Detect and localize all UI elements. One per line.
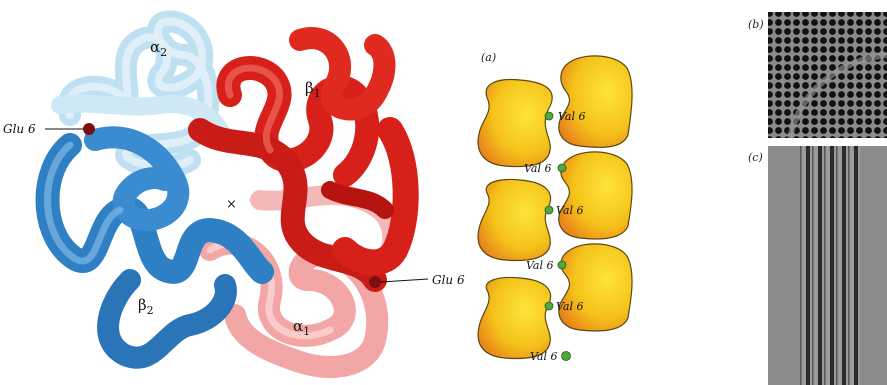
panel-a: (a) Val 6 Val 6 Val 6 Val 6 Val 6 Val 6 bbox=[478, 51, 632, 363]
val6-label: Val 6 bbox=[556, 300, 584, 313]
glu6-right-marker bbox=[369, 276, 381, 288]
panel-a-label: (a) bbox=[481, 51, 496, 64]
center-mark: × bbox=[226, 197, 237, 212]
val6-label: Val 6 bbox=[526, 259, 554, 272]
glu6-right-label: Glu 6 bbox=[432, 273, 465, 287]
val6-label: Val 6 bbox=[530, 350, 558, 363]
hemoglobin-tetramer: α2 β1 β2 α1 × Glu 6 Glu 6 bbox=[3, 22, 465, 367]
hbs-molecule bbox=[559, 244, 632, 331]
val6-label: Val 6 bbox=[556, 204, 584, 217]
hbs-molecule bbox=[559, 152, 632, 239]
beta2-label: β2 bbox=[138, 296, 154, 317]
beta1-label: β1 bbox=[305, 79, 321, 100]
hbs-molecule bbox=[559, 56, 632, 147]
glu6-left-label: Glu 6 bbox=[3, 122, 36, 136]
hbs-molecule bbox=[478, 278, 550, 359]
panel-c: (c) bbox=[748, 146, 887, 385]
glu6-right-leader bbox=[381, 279, 428, 282]
panel-c-label: (c) bbox=[748, 151, 763, 164]
hbs-molecule bbox=[478, 80, 552, 167]
hbs-molecule bbox=[478, 180, 550, 261]
val6-label: Val 6 bbox=[524, 162, 552, 175]
alpha1-label: α1 bbox=[293, 317, 310, 338]
val6-label: Val 6 bbox=[558, 110, 586, 123]
micrograph-c-fiber bbox=[800, 146, 860, 385]
glu6-left-marker bbox=[83, 123, 95, 135]
panel-b-label: (b) bbox=[748, 18, 764, 31]
panel-b: (b) bbox=[748, 12, 887, 138]
